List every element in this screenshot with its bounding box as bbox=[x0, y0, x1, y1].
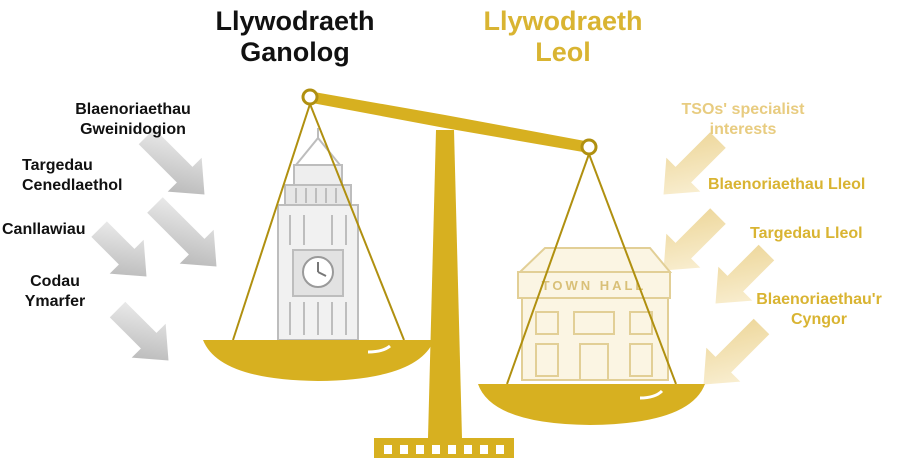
arrow-left-3 bbox=[91, 221, 147, 277]
label-national-targets: Targedau Cenedlaethol bbox=[22, 157, 123, 194]
local-title-line2: Leol bbox=[535, 37, 591, 67]
arrow-left-2 bbox=[147, 197, 217, 267]
local-title-line1: Llywodraeth bbox=[483, 6, 643, 36]
right-pan bbox=[478, 153, 705, 425]
label-local-priorities: Blaenoriaethau Lleol bbox=[708, 176, 866, 193]
label-guidance: Canllawiau bbox=[2, 221, 86, 238]
arrow-right-3 bbox=[715, 244, 775, 304]
arrow-right-4 bbox=[703, 318, 770, 385]
left-pan bbox=[203, 103, 434, 381]
town-hall-icon bbox=[517, 247, 673, 381]
arrow-right-2 bbox=[663, 208, 726, 271]
left-arrows bbox=[91, 128, 217, 361]
central-title-line1: Llywodraeth bbox=[215, 6, 375, 36]
arrow-left-1 bbox=[138, 128, 205, 195]
central-title-line2: Ganolog bbox=[240, 37, 350, 67]
scale-stand bbox=[374, 130, 514, 458]
label-local-targets: Targedau Lleol bbox=[750, 225, 863, 242]
label-council-priorities: Blaenoriaethau'r Cyngor bbox=[756, 291, 882, 328]
label-codes-of-practice: Codau Ymarfer bbox=[24, 273, 86, 310]
big-ben-icon bbox=[277, 128, 359, 341]
right-arrows bbox=[663, 132, 775, 385]
arrow-right-1 bbox=[663, 132, 726, 195]
central-government-title: Llywodraeth Ganolog bbox=[205, 6, 385, 68]
town-hall-sign: TOWN HALL bbox=[542, 278, 647, 293]
label-tsos-interests: TSOs' specialist interests bbox=[681, 101, 805, 138]
label-ministers-priorities: Blaenoriaethau Gweinidogion bbox=[75, 101, 191, 138]
local-government-title: Llywodraeth Leol bbox=[473, 6, 653, 68]
arrow-left-4 bbox=[109, 301, 169, 361]
